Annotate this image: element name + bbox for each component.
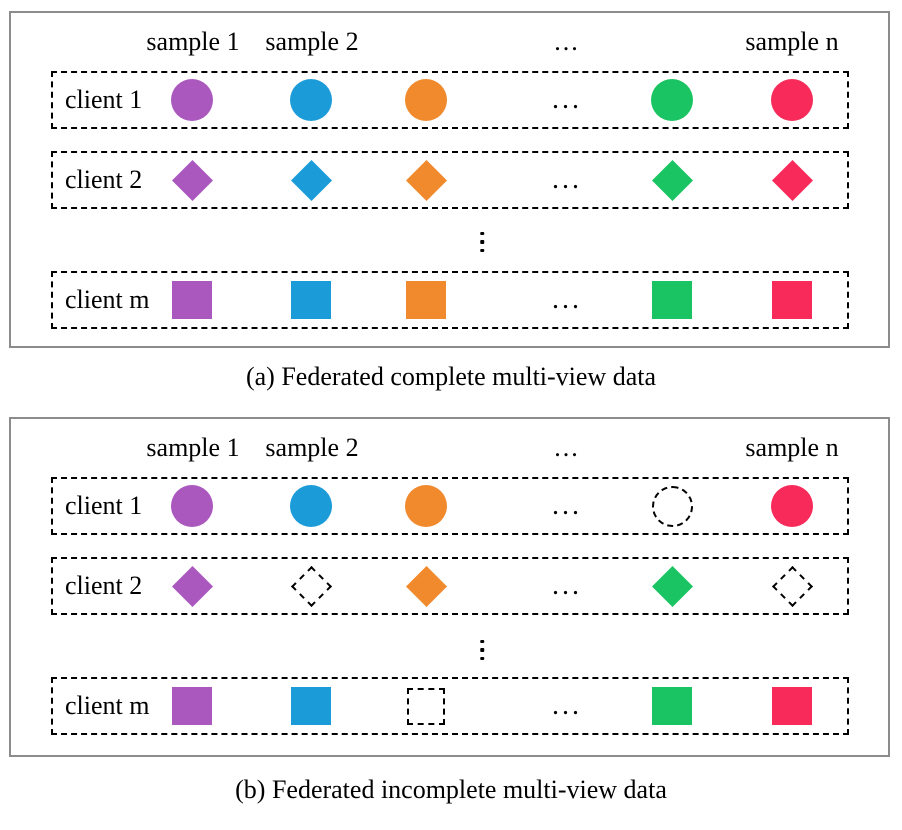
square-shape [772, 281, 812, 319]
circle-cell [289, 78, 333, 122]
client-2-row: client 2 ... [51, 151, 849, 209]
diamond-shape [771, 159, 813, 201]
header-ellipsis: ... [554, 27, 580, 56]
circle-cell [289, 484, 333, 528]
header-sample-n: sample n [745, 27, 839, 56]
circle-cell [404, 78, 448, 122]
circle-shape [651, 79, 693, 121]
panel-complete-data: sample 1 sample 2 ... sample n client 1 … [9, 11, 890, 348]
diamond-cell [650, 564, 694, 608]
panel-incomplete-data: sample 1 sample 2 ... sample n client 1 … [9, 417, 890, 757]
sample-cells: ... [53, 559, 847, 613]
sample-cells: ... [53, 73, 847, 127]
square-cell [289, 278, 333, 322]
diamond-shape [651, 565, 693, 607]
diamond-cell [170, 158, 214, 202]
client-m-row: client m ... [51, 677, 849, 735]
vertical-ellipsis [480, 229, 484, 255]
circle-shape [290, 79, 332, 121]
circle-shape [405, 485, 447, 527]
client-row-label: client m [65, 691, 150, 720]
caption-a: (a) Federated complete multi-view data [245, 362, 657, 391]
square-cell [650, 684, 694, 728]
header-sample-1: sample 1 [146, 433, 240, 462]
circle-shape [771, 79, 813, 121]
circle-shape [405, 79, 447, 121]
row-ellipsis: ... [552, 164, 582, 195]
circle-cell [770, 78, 814, 122]
missing-circle-cell [650, 484, 694, 528]
missing-diamond-shape [771, 565, 813, 607]
square-cell [170, 278, 214, 322]
square-shape [172, 687, 212, 725]
caption-b: (b) Federated incomplete multi-view data [235, 775, 667, 804]
sample-cells: ... [53, 479, 847, 533]
diamond-cell [650, 158, 694, 202]
square-shape [652, 281, 692, 319]
square-shape [291, 281, 331, 319]
square-cell [289, 684, 333, 728]
header-sample-2: sample 2 [265, 433, 359, 462]
row-ellipsis: ... [552, 570, 582, 601]
circle-cell [650, 78, 694, 122]
header-sample-1: sample 1 [146, 27, 240, 56]
client-m-row: client m ... [51, 271, 849, 329]
square-shape [406, 281, 446, 319]
circle-cell [404, 484, 448, 528]
diamond-cell [289, 158, 333, 202]
circle-cell [170, 484, 214, 528]
diamond-cell [170, 564, 214, 608]
diamond-shape [290, 159, 332, 201]
square-cell [404, 278, 448, 322]
sample-cells: ... [53, 153, 847, 207]
header-sample-2: sample 2 [265, 27, 359, 56]
diamond-shape [651, 159, 693, 201]
sample-cells: ... [53, 679, 847, 733]
circle-cell [170, 78, 214, 122]
vertical-ellipsis [480, 637, 484, 663]
circle-shape [171, 485, 213, 527]
client-1-row: client 1 ... [51, 477, 849, 535]
row-ellipsis: ... [552, 690, 582, 721]
missing-diamond-shape [290, 565, 332, 607]
square-shape [172, 281, 212, 319]
client-2-row: client 2 ... [51, 557, 849, 615]
diamond-cell [770, 158, 814, 202]
missing-diamond-cell [289, 564, 333, 608]
client-1-row: client 1 ... [51, 71, 849, 129]
missing-square-shape [407, 687, 445, 725]
missing-circle-shape [651, 485, 693, 527]
diamond-shape [405, 565, 447, 607]
diamond-shape [171, 565, 213, 607]
square-cell [770, 278, 814, 322]
missing-diamond-cell [770, 564, 814, 608]
circle-shape [290, 485, 332, 527]
row-ellipsis: ... [552, 284, 582, 315]
circle-shape [171, 79, 213, 121]
row-ellipsis: ... [552, 490, 582, 521]
header-sample-n: sample n [745, 433, 839, 462]
circle-shape [771, 485, 813, 527]
square-cell [170, 684, 214, 728]
diamond-cell [404, 564, 448, 608]
square-shape [291, 687, 331, 725]
client-row-label: client 2 [65, 165, 143, 194]
client-row-label: client 1 [65, 85, 143, 114]
diamond-shape [171, 159, 213, 201]
square-shape [772, 687, 812, 725]
client-row-label: client m [65, 285, 150, 314]
missing-square-cell [404, 684, 448, 728]
diamond-cell [404, 158, 448, 202]
diamond-shape [405, 159, 447, 201]
client-row-label: client 1 [65, 491, 143, 520]
header-ellipsis: ... [554, 433, 580, 462]
square-cell [770, 684, 814, 728]
square-cell [650, 278, 694, 322]
row-ellipsis: ... [552, 84, 582, 115]
client-row-label: client 2 [65, 571, 143, 600]
sample-cells: ... [53, 273, 847, 327]
square-shape [652, 687, 692, 725]
circle-cell [770, 484, 814, 528]
